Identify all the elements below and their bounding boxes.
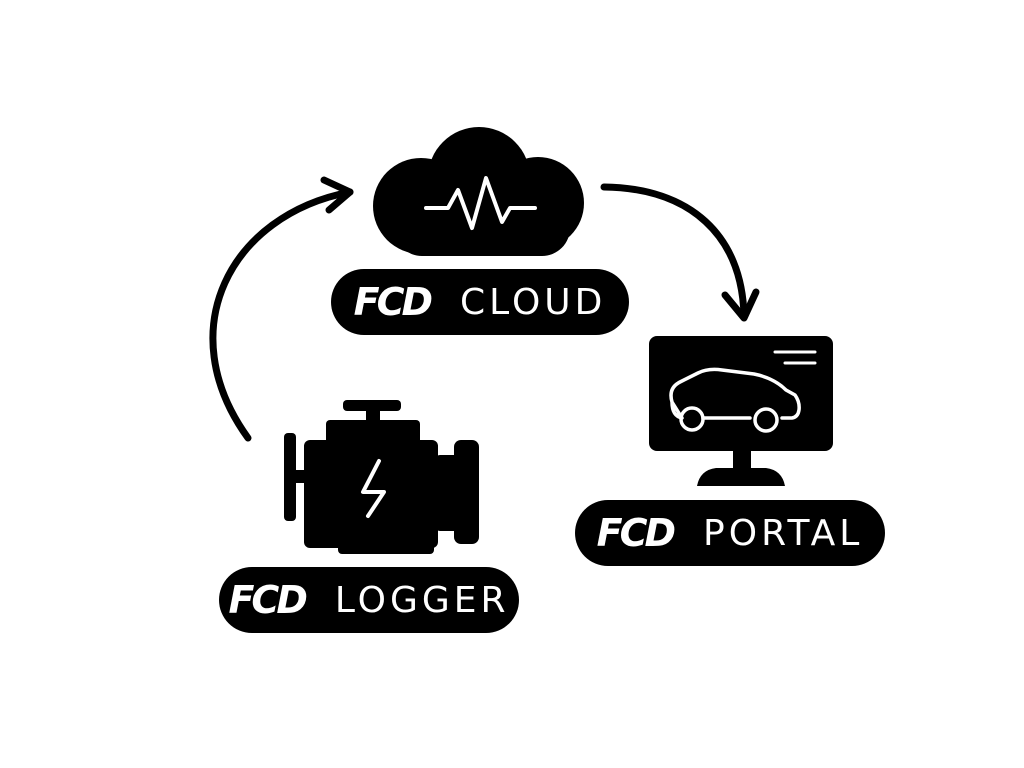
cloud-pulse-icon — [373, 127, 584, 256]
fcd-brand-logo: FCD — [596, 511, 676, 555]
fcd-portal-label: FCD PORTAL — [575, 500, 885, 566]
cloud-label-text: CLOUD — [460, 281, 607, 323]
logger-label-text: LOGGER — [334, 579, 510, 621]
engine-bolt-icon — [284, 400, 479, 554]
monitor-car-icon — [649, 336, 833, 486]
fcd-brand-logo: FCD — [353, 280, 433, 324]
portal-label-text: PORTAL — [703, 512, 864, 554]
arrow-logger-to-cloud — [209, 176, 354, 442]
fcd-logger-label: FCD LOGGER — [219, 567, 519, 633]
fcd-cloud-label: FCD CLOUD — [331, 269, 629, 335]
arrow-cloud-to-portal — [600, 183, 760, 322]
fcd-brand-logo: FCD — [228, 578, 307, 622]
